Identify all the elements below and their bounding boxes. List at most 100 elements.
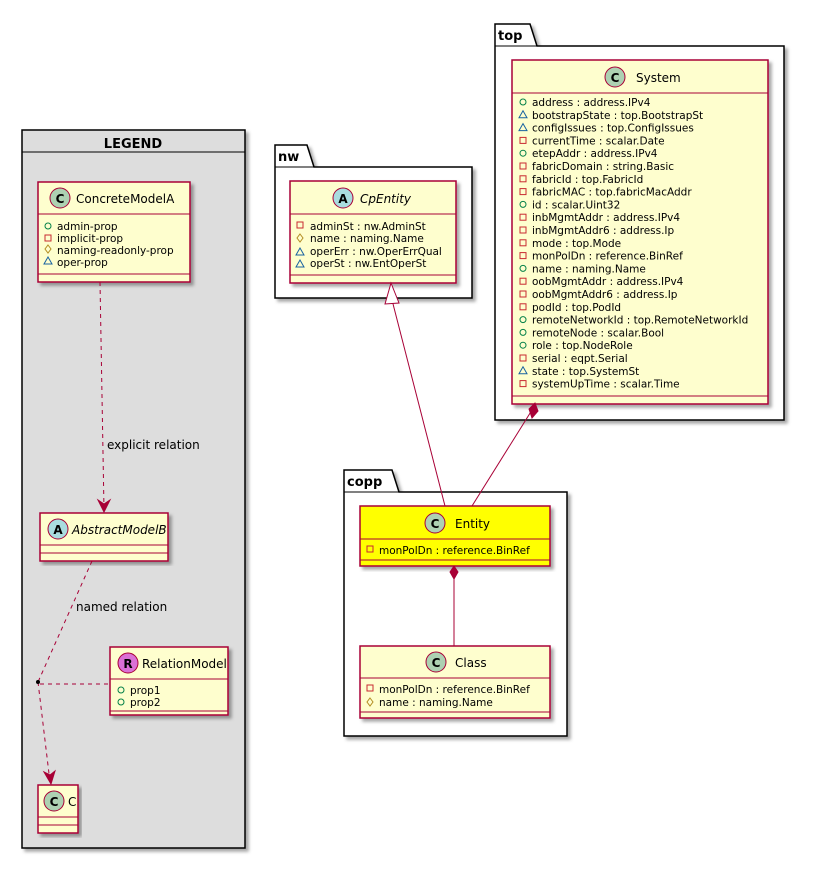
svg-text:C: C	[431, 517, 440, 531]
attr: monPolDn : reference.BinRef	[379, 684, 530, 696]
attr: oobMgmtAddr6 : address.Ip	[532, 289, 678, 301]
attr: inbMgmtAddr : address.IPv4	[532, 212, 680, 224]
attr: name : naming.Name	[310, 233, 424, 245]
composition-entity-class	[449, 565, 459, 646]
attr: etepAddr : address.IPv4	[532, 148, 658, 160]
explicit-relation-arrow: explicit relation	[96, 281, 200, 514]
private-icon	[519, 239, 527, 247]
class-cpentity[interactable]: A CpEntity adminSt : nw.AdminSt name : n…	[289, 180, 457, 284]
private-icon	[44, 234, 52, 242]
class-class[interactable]: C Class monPolDn : reference.BinRef name…	[359, 645, 551, 719]
public-icon	[519, 98, 527, 106]
public-icon	[519, 149, 527, 157]
package-icon	[43, 255, 53, 265]
attr: serial : eqpt.Serial	[532, 353, 628, 365]
svg-text:C: C	[432, 656, 441, 670]
attr: role : top.NodeRole	[532, 340, 633, 352]
private-icon	[366, 545, 374, 553]
private-icon	[519, 380, 527, 388]
attr: id : scalar.Uint32	[532, 199, 620, 211]
legend-title: LEGEND	[104, 137, 163, 152]
svg-text:C: C	[611, 71, 620, 85]
attr: fabricId : top.FabricId	[532, 174, 643, 186]
class-abstract-model-b[interactable]: A AbstractModelB	[39, 512, 169, 562]
attr: mode : top.Mode	[532, 238, 621, 250]
class-relation-model[interactable]: R RelationModel prop1 prop2	[109, 646, 229, 716]
class-name: CpEntity	[360, 192, 412, 206]
package-icon	[518, 109, 528, 119]
composition-system-entity	[471, 402, 539, 507]
attr: naming-readonly-prop	[57, 245, 174, 257]
attr: oper-prop	[57, 257, 108, 269]
attr: name : naming.Name	[532, 263, 646, 275]
attr: oobMgmtAddr : address.IPv4	[532, 276, 684, 288]
attr: name : naming.Name	[379, 697, 493, 709]
package-icon	[518, 122, 528, 132]
public-icon	[44, 222, 52, 230]
attr: configIssues : top.ConfigIssues	[532, 123, 694, 135]
private-icon	[366, 684, 374, 692]
attr: monPolDn : reference.BinRef	[379, 545, 530, 557]
private-icon	[519, 303, 527, 311]
attr: fabricMAC : top.fabricMacAddr	[532, 187, 692, 199]
attr: adminSt : nw.AdminSt	[310, 221, 426, 233]
package-icon	[295, 258, 305, 268]
attr: prop1	[130, 685, 161, 697]
package-label: copp	[347, 475, 382, 490]
class-c-icon	[425, 651, 447, 673]
package-icon	[518, 365, 528, 375]
attr: currentTime : scalar.Date	[532, 135, 665, 147]
private-icon	[519, 136, 527, 144]
protected-icon	[44, 244, 52, 254]
public-icon	[117, 686, 125, 694]
private-icon	[519, 175, 527, 183]
attr: admin-prop	[57, 221, 118, 233]
private-icon	[519, 252, 527, 260]
private-icon	[519, 162, 527, 170]
class-name: C	[68, 795, 76, 809]
class-name: RelationModel	[142, 657, 227, 671]
attr: address : address.IPv4	[532, 97, 651, 109]
class-c-icon	[424, 512, 446, 534]
attr: bootstrapState : top.BootstrapSt	[532, 110, 703, 122]
private-icon	[519, 188, 527, 196]
class-entity[interactable]: C Entity monPolDn : reference.BinRef	[359, 505, 551, 567]
relation-r-icon	[117, 652, 139, 674]
attr: operSt : nw.EntOperSt	[310, 258, 426, 270]
private-icon	[519, 290, 527, 298]
abstract-a-icon	[47, 518, 69, 540]
class-c[interactable]: C C	[37, 784, 79, 834]
public-icon	[519, 200, 527, 208]
explicit-relation-label: explicit relation	[107, 438, 200, 452]
public-icon	[519, 341, 527, 349]
abstract-a-icon	[332, 187, 354, 209]
attr: inbMgmtAddr6 : address.Ip	[532, 225, 675, 237]
class-c-icon	[604, 66, 626, 88]
attr: operErr : nw.OperErrQual	[310, 246, 442, 258]
public-icon	[519, 264, 527, 272]
named-relation-label: named relation	[76, 600, 167, 614]
private-icon	[296, 221, 304, 229]
package-icon	[295, 246, 305, 256]
class-c-icon	[49, 187, 71, 209]
svg-text:C: C	[56, 192, 65, 206]
private-icon	[519, 226, 527, 234]
class-system[interactable]: C System address : address.IPv4bootstrap…	[511, 59, 769, 405]
package-label: nw	[278, 150, 299, 165]
attr: systemUpTime : scalar.Time	[532, 379, 680, 391]
svg-text:R: R	[123, 657, 132, 671]
class-concrete-model-a[interactable]: C ConcreteModelA admin-prop implicit-pro…	[37, 181, 191, 283]
svg-text:C: C	[50, 795, 59, 809]
class-name: System	[636, 71, 681, 85]
attr: remoteNode : scalar.Bool	[532, 327, 664, 339]
attr: prop2	[130, 697, 161, 709]
attr: state : top.SystemSt	[532, 366, 639, 378]
class-name: AbstractModelB	[71, 523, 167, 537]
attr: fabricDomain : string.Basic	[532, 161, 674, 173]
attr: implicit-prop	[57, 233, 123, 245]
private-icon	[519, 277, 527, 285]
attr: remoteNetworkId : top.RemoteNetworkId	[532, 315, 748, 327]
private-icon	[519, 213, 527, 221]
public-icon	[117, 698, 125, 706]
